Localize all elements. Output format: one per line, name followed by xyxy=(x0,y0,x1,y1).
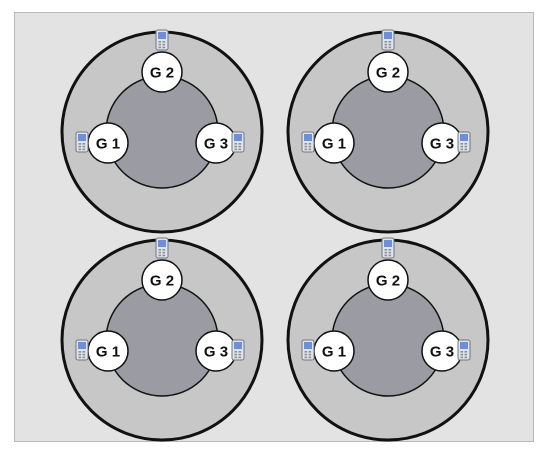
cluster-top-right: G 2 G 1 G 3 xyxy=(286,29,490,234)
node: G 2 xyxy=(141,51,183,93)
node: G 3 xyxy=(421,330,463,372)
node: G 2 xyxy=(141,259,183,301)
node: G 2 xyxy=(367,259,409,301)
node-label: G 3 xyxy=(430,136,454,153)
node-label: G 3 xyxy=(204,136,228,153)
node-label: G 2 xyxy=(150,65,174,82)
handheld-device-icon xyxy=(457,131,471,153)
node-label: G 3 xyxy=(204,344,228,361)
node-label: G 1 xyxy=(322,344,346,361)
node: G 1 xyxy=(313,122,355,164)
node: G 1 xyxy=(313,330,355,372)
node-circle xyxy=(141,259,183,301)
node-label: G 2 xyxy=(150,273,174,290)
node-label: G 1 xyxy=(96,344,120,361)
handheld-device-icon xyxy=(75,131,89,153)
node: G 1 xyxy=(87,122,129,164)
node-label: G 1 xyxy=(322,136,346,153)
handheld-device-icon xyxy=(301,131,315,153)
node: G 1 xyxy=(87,330,129,372)
handheld-device-icon xyxy=(381,29,395,51)
node-label: G 3 xyxy=(430,344,454,361)
handheld-device-icon xyxy=(301,339,315,361)
node: G 3 xyxy=(195,330,237,372)
node-circle xyxy=(367,51,409,93)
handheld-device-icon xyxy=(155,29,169,51)
node-label: G 2 xyxy=(376,273,400,290)
node-label: G 2 xyxy=(376,65,400,82)
node: G 3 xyxy=(421,122,463,164)
handheld-device-icon xyxy=(155,237,169,259)
node: G 2 xyxy=(367,51,409,93)
cluster-top-left: G 2 G 1 G 3 xyxy=(60,29,264,234)
node-circle xyxy=(367,259,409,301)
node: G 3 xyxy=(195,122,237,164)
handheld-device-icon xyxy=(381,237,395,259)
node-label: G 1 xyxy=(96,136,120,153)
handheld-device-icon xyxy=(231,339,245,361)
cluster-bottom-right: G 2 G 1 G 3 xyxy=(286,237,490,442)
handheld-device-icon xyxy=(231,131,245,153)
cluster-bottom-left: G 2 G 1 G 3 xyxy=(60,237,264,442)
handheld-device-icon xyxy=(75,339,89,361)
node-circle xyxy=(141,51,183,93)
handheld-device-icon xyxy=(457,339,471,361)
